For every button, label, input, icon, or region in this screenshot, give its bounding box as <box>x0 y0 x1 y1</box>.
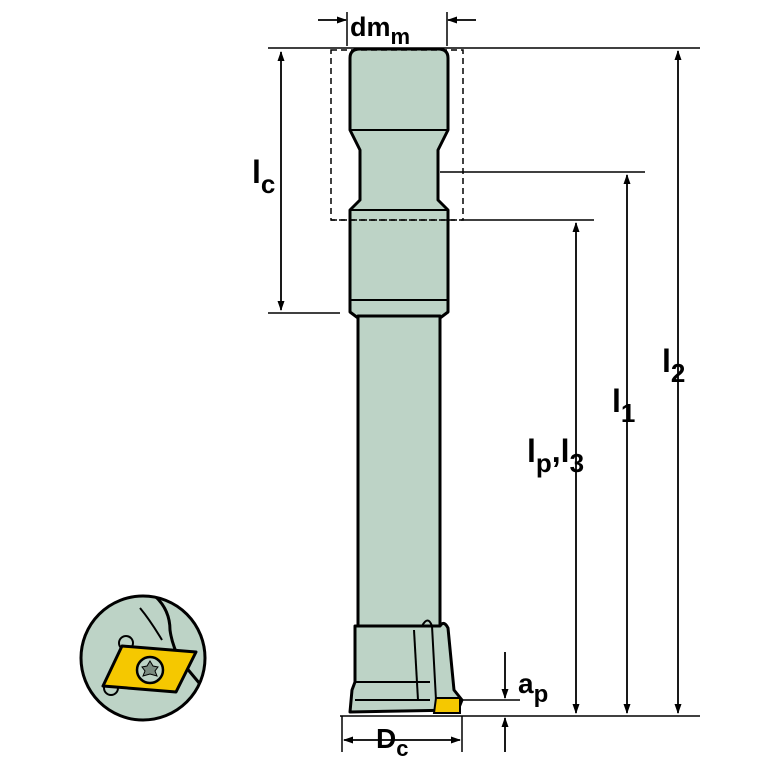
tool-body <box>348 47 464 714</box>
label-ap: ap <box>518 668 548 708</box>
insert <box>432 697 461 714</box>
label-lc: lc <box>252 154 275 199</box>
label-l1: l1 <box>612 383 635 428</box>
label-lp-l3: lp,l3 <box>527 433 584 478</box>
label-dm: dmm <box>350 12 410 49</box>
insert-detail-icon <box>79 594 207 722</box>
shank <box>348 47 450 320</box>
body-details <box>350 129 448 701</box>
torx-screw-icon <box>135 655 165 685</box>
clamp-zone-box <box>330 49 464 221</box>
extension-lines <box>268 12 700 752</box>
dimension-arrows <box>277 16 682 752</box>
label-l2: l2 <box>662 343 685 388</box>
label-dc: Dc <box>376 723 408 761</box>
neck <box>356 314 442 628</box>
